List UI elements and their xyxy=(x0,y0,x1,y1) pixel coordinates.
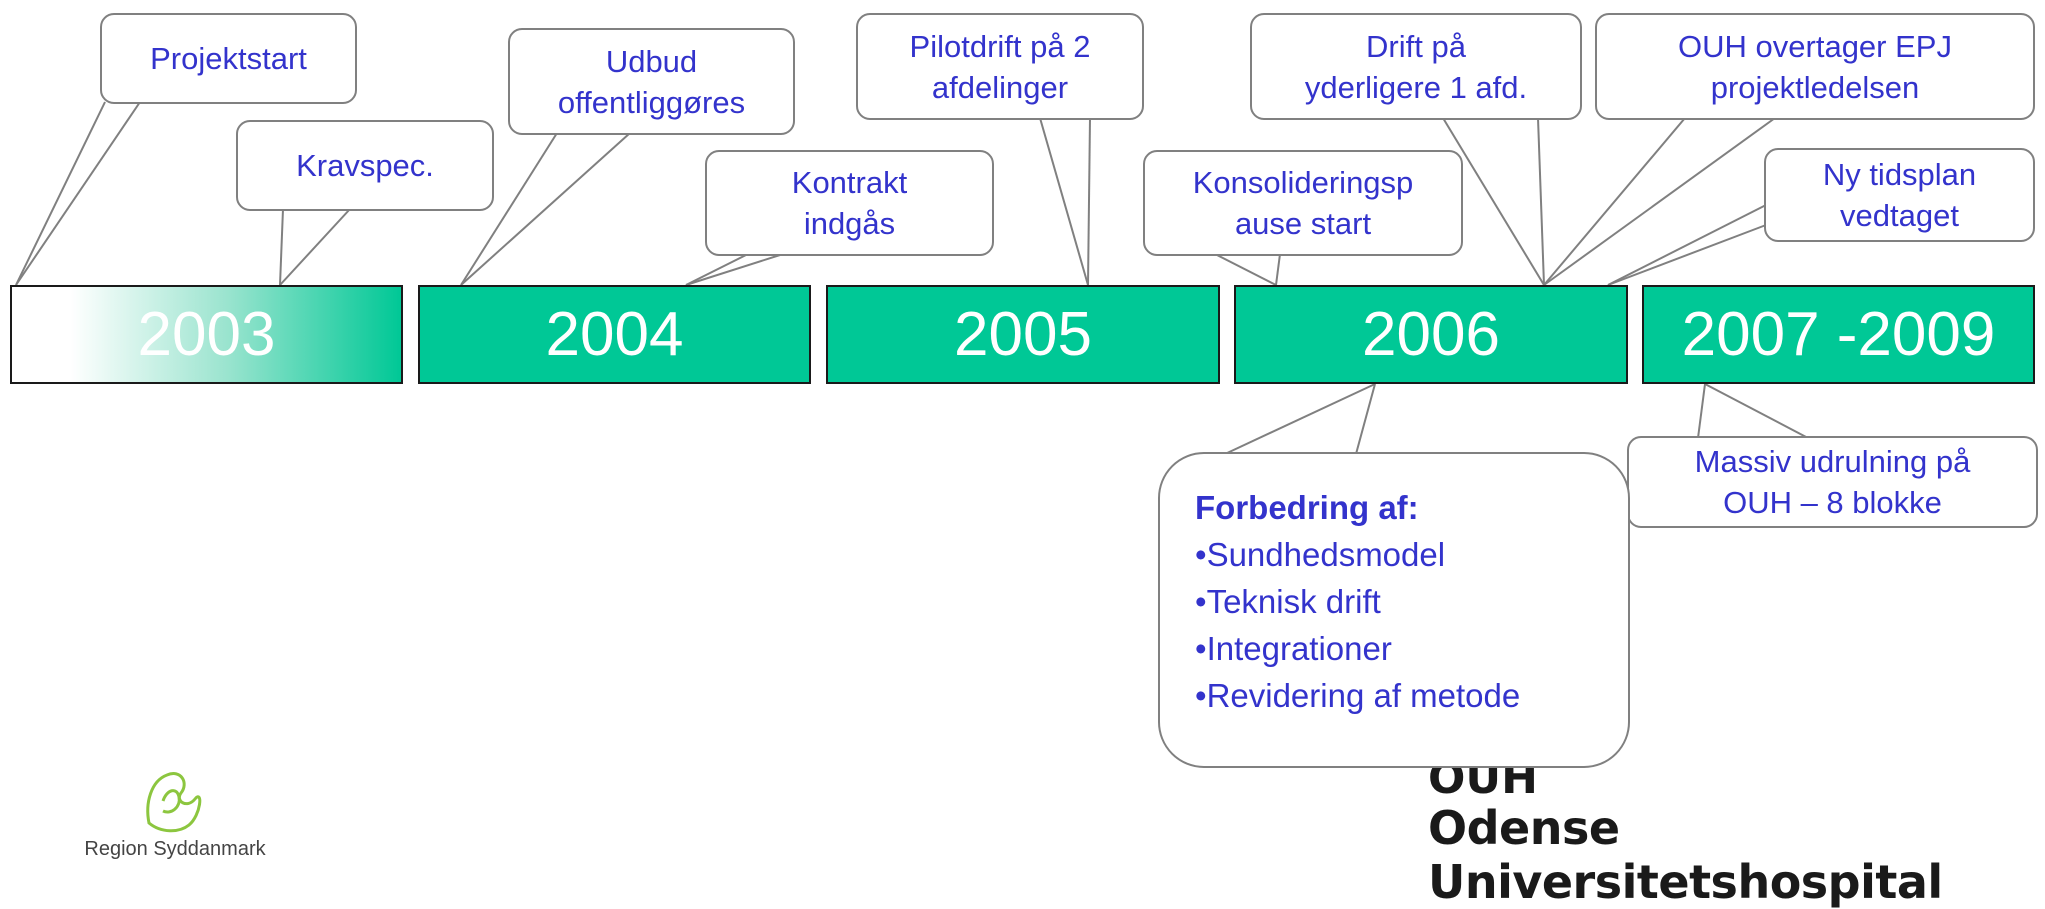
forbedring-title: Forbedring af: xyxy=(1195,489,1419,526)
year-bar-2003: 2003 xyxy=(10,285,403,384)
connector-ny-tidsplan xyxy=(1607,204,1767,286)
callout-drift-line-1: Drift på xyxy=(1366,28,1466,64)
forbedring-item-text: Integrationer xyxy=(1206,630,1392,667)
connector-drift xyxy=(1442,117,1545,286)
callout-projektstart-line-1: Projektstart xyxy=(150,41,307,76)
connector-konsolidering xyxy=(1214,253,1277,286)
connector-massiv xyxy=(1704,383,1809,439)
callout-konsolidering-line-2: ause start xyxy=(1234,206,1372,241)
callout-projektstart: Projektstart xyxy=(100,13,357,104)
callout-pilotdrift-line-1: Pilotdrift på 2 xyxy=(909,28,1091,64)
callout-forbedring: Forbedring af: Sundhedsmodel Teknisk dri… xyxy=(1158,452,1630,768)
year-bar-2004: 2004 xyxy=(418,285,811,384)
year-bar-2007-2009: 2007 -2009 xyxy=(1642,285,2035,384)
connector-projektstart xyxy=(15,101,106,286)
callout-ny-tidsplan-line-2: vedtaget xyxy=(1840,198,1959,233)
forbedring-list: Sundhedsmodel Teknisk drift Integratione… xyxy=(1195,531,1628,719)
connector-kravspec xyxy=(279,208,351,286)
callout-ny-tidsplan: Ny tidsplan vedtaget xyxy=(1764,148,2035,242)
callout-ouh-overtager-line-1: OUH overtager EPJ xyxy=(1678,28,1952,64)
callout-kravspec-line-1: Kravspec. xyxy=(296,148,434,183)
forbedring-item-text: Revidering af metode xyxy=(1206,677,1521,714)
region-syddanmark-logo: Region Syddanmark xyxy=(55,760,295,860)
connector-forbedring xyxy=(1224,383,1376,455)
ouh-logo-name: Odense Universitetshospital xyxy=(1428,801,1943,909)
connector-kontrakt xyxy=(685,254,781,286)
forbedring-item: Integrationer xyxy=(1195,625,1628,672)
callout-ouh-overtager-line-2: projektledelsen xyxy=(1710,69,1920,105)
callout-ouh-overtager: OUH overtager EPJ projektledelsen xyxy=(1595,13,2035,120)
callout-konsolidering-line-1: Konsolideringsp xyxy=(1192,165,1414,200)
forbedring-item-text: Teknisk drift xyxy=(1206,583,1381,620)
callout-kontrakt-line-1: Kontrakt xyxy=(791,165,908,200)
callout-kravspec: Kravspec. xyxy=(236,120,494,211)
year-bar-2005: 2005 xyxy=(826,285,1220,384)
connector-ouh-overtager xyxy=(1543,117,1776,286)
callout-udbud-line-1: Udbud xyxy=(605,43,698,79)
connector-udbud xyxy=(460,132,631,286)
forbedring-item: Teknisk drift xyxy=(1195,578,1628,625)
callout-massiv-line-2: OUH – 8 blokke xyxy=(1723,485,1942,520)
connector-konsolidering xyxy=(1275,253,1281,286)
connector-pilotdrift xyxy=(1087,117,1091,286)
connector-kravspec xyxy=(279,208,284,286)
connector-pilotdrift xyxy=(1039,117,1089,286)
forbedring-item: Sundhedsmodel xyxy=(1195,531,1628,578)
callout-ny-tidsplan-line-1: Ny tidsplan xyxy=(1822,157,1977,192)
callout-massiv-line-1: Massiv udrulning på xyxy=(1694,444,1971,479)
callout-drift-line-2: yderligere 1 afd. xyxy=(1304,69,1528,105)
region-syddanmark-label: Region Syddanmark xyxy=(84,838,266,860)
connector-ny-tidsplan xyxy=(1607,224,1767,286)
forbedring-item: Revidering af metode xyxy=(1195,672,1628,719)
connector-udbud xyxy=(460,132,558,286)
connector-massiv xyxy=(1697,383,1706,439)
forbedring-item-text: Sundhedsmodel xyxy=(1206,536,1446,573)
callout-pilotdrift: Pilotdrift på 2 afdelinger xyxy=(856,13,1144,120)
callout-kontrakt-line-2: indgås xyxy=(803,206,896,241)
callout-konsolidering: Konsolideringsp ause start xyxy=(1143,150,1463,256)
callout-massiv-udrulning: Massiv udrulning på OUH – 8 blokke xyxy=(1627,436,2038,528)
connector-projektstart xyxy=(15,101,141,286)
callout-pilotdrift-line-2: afdelinger xyxy=(931,69,1069,105)
connector-forbedring xyxy=(1355,383,1376,455)
year-bar-2006: 2006 xyxy=(1234,285,1628,384)
connector-ouh-overtager xyxy=(1543,117,1686,286)
callout-udbud: Udbud offentliggøres xyxy=(508,28,795,135)
callout-connectors xyxy=(15,101,1809,455)
callout-udbud-line-2: offentliggøres xyxy=(557,84,746,120)
callout-kontrakt: Kontrakt indgås xyxy=(705,150,994,256)
region-syddanmark-emblem-icon xyxy=(146,772,202,833)
ouh-logo: OUH Odense Universitetshospital xyxy=(1428,757,2045,909)
callout-drift: Drift på yderligere 1 afd. xyxy=(1250,13,1582,120)
connector-drift xyxy=(1537,117,1545,286)
